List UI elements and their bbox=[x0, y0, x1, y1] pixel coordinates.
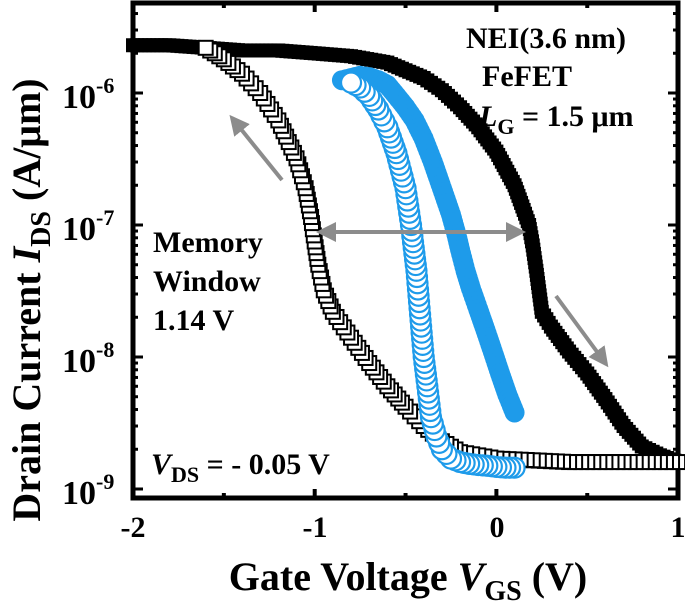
reverse-sweep-arrow bbox=[229, 114, 284, 182]
memory-window-line1: Memory bbox=[153, 226, 263, 259]
data-series-layer bbox=[126, 38, 685, 479]
vds-annotation: VDS = - 0.05 V bbox=[151, 448, 330, 487]
device-annotation: NEI(3.6 nm) FeFET LG = 1.5 μm bbox=[466, 22, 634, 139]
y-tick-label: 10-8 bbox=[62, 337, 114, 380]
data-point bbox=[504, 402, 525, 423]
x-tick-label: 1 bbox=[671, 511, 685, 544]
y-axis-label: Drain Current IDS (A/μm) bbox=[4, 78, 57, 521]
axis-ticks bbox=[131, 3, 681, 498]
memory-window-value: 1.14 V bbox=[153, 304, 234, 337]
data-point bbox=[339, 71, 363, 94]
arrows bbox=[229, 114, 609, 368]
y-tick-labels: 10-6 10-7 10-8 10-9 bbox=[62, 73, 114, 512]
y-tick-label: 10-7 bbox=[62, 205, 114, 248]
x-tick-labels: -2 -1 0 1 bbox=[121, 511, 685, 544]
series-circle-open bbox=[339, 71, 526, 479]
y-tick-label: 10-6 bbox=[62, 73, 114, 116]
x-tick-label: 0 bbox=[490, 511, 505, 544]
x-axis-label: Gate Voltage VGS (V) bbox=[229, 554, 587, 603]
data-point bbox=[197, 39, 214, 56]
x-tick-label: -1 bbox=[303, 511, 328, 544]
x-tick-label: -2 bbox=[121, 511, 146, 544]
memory-window-line2: Window bbox=[153, 265, 261, 298]
series-square-open bbox=[197, 39, 685, 471]
forward-sweep-arrow bbox=[554, 294, 609, 368]
device-label-line2: FeFET bbox=[482, 60, 572, 93]
device-label-line1: NEI(3.6 nm) bbox=[466, 22, 626, 55]
y-tick-label: 10-9 bbox=[62, 469, 114, 512]
memory-window-annotation: Memory Window 1.14 V bbox=[153, 226, 263, 337]
series-square-filled bbox=[126, 38, 685, 470]
gate-length-label: LG = 1.5 μm bbox=[478, 100, 634, 139]
series-circle-filled bbox=[331, 65, 525, 423]
